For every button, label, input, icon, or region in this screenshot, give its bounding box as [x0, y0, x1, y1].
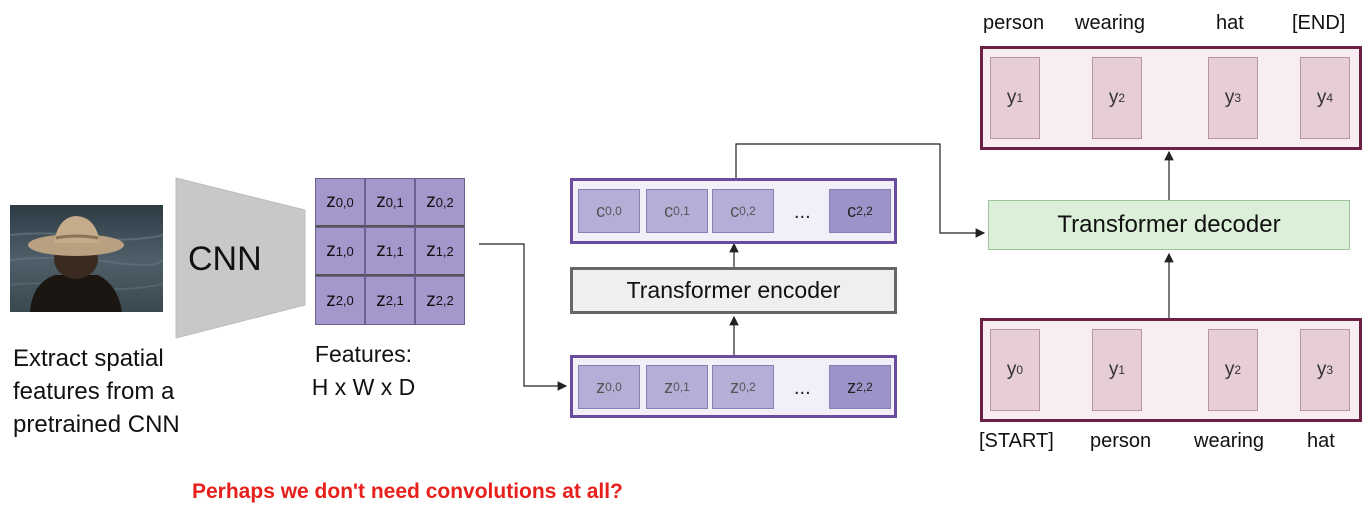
input-photo	[10, 205, 163, 312]
input-word: wearing	[1194, 430, 1265, 452]
cnn-trapezoid	[175, 177, 306, 339]
output-word: person	[983, 12, 1045, 34]
features-label-line: Features:	[314, 341, 413, 367]
arrow-features-to-encoder-input	[479, 243, 568, 391]
input-word: person	[1090, 430, 1152, 452]
transformer-decoder: Transformer decoder	[988, 200, 1350, 250]
input-word: hat	[1307, 430, 1335, 452]
output-word: hat	[1216, 12, 1244, 34]
cnn-label: CNN	[188, 240, 262, 278]
arrow-encoder-output-to-decoder	[735, 143, 986, 238]
caption-line: features from a	[13, 378, 175, 405]
caption-line: pretrained CNN	[13, 411, 180, 438]
output-word: wearing	[1075, 12, 1146, 34]
features-label: Features: H x W x D	[306, 338, 421, 404]
ellipsis: ...	[794, 377, 811, 399]
features-dims: H x W x D	[311, 374, 416, 400]
cnn-caption: Extract spatial features from a pretrain…	[13, 342, 180, 441]
output-word: [END]	[1292, 12, 1346, 34]
input-word: [START]	[979, 430, 1054, 452]
question-text: Perhaps we don't need convolutions at al…	[192, 480, 623, 503]
caption-line: Extract spatial	[13, 345, 164, 372]
transformer-encoder: Transformer encoder	[570, 267, 897, 314]
ellipsis: ...	[794, 201, 811, 223]
